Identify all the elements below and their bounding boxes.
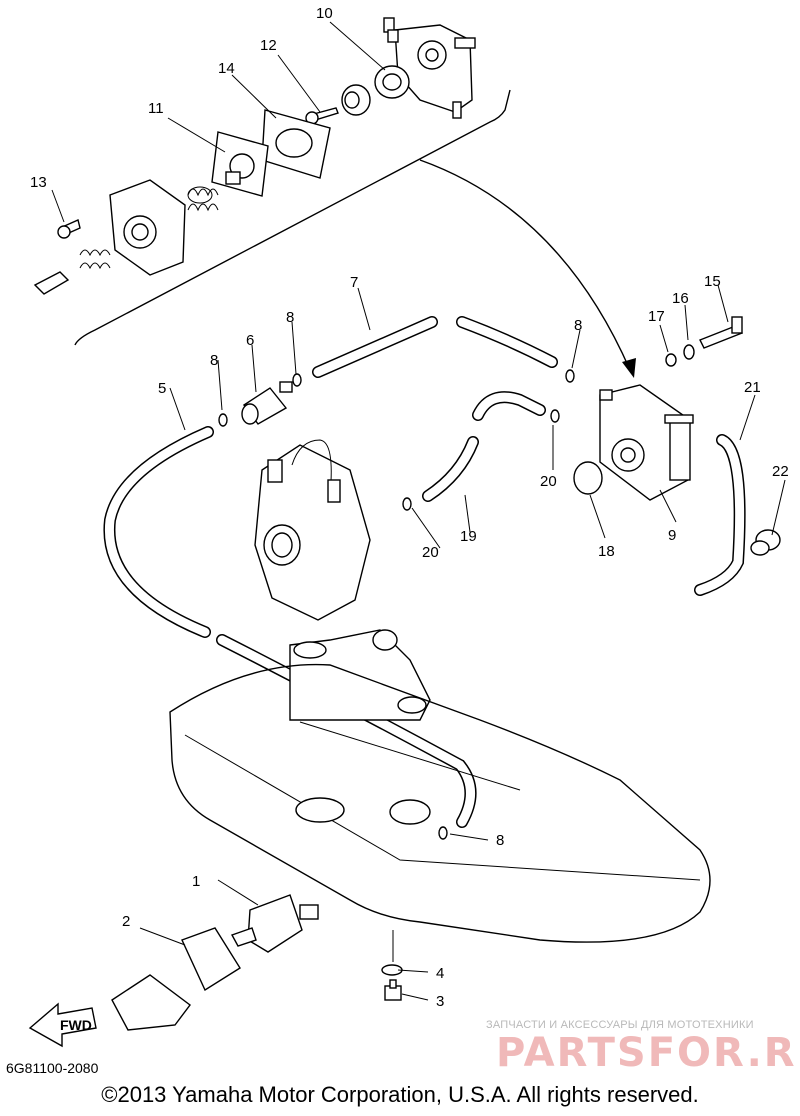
watermark-caption: ЗАПЧАСТИ И АКСЕССУАРЫ ДЛЯ МОТОТЕХНИКИ [486,1019,754,1031]
part-label-17: 17 [648,308,665,325]
drawing-code: 6G81100-2080 [6,1060,99,1076]
intake-manifold-part [289,629,431,721]
part-label-13: 13 [30,174,47,191]
part-label-14: 14 [218,60,235,77]
leader-lines [51,21,786,1001]
part-label-8-right: 8 [574,317,582,334]
detail-callout-arrowhead [622,358,636,378]
part-label-8-bottom: 8 [496,832,504,849]
valve-plate-part [211,131,269,197]
part-label-20-center: 20 [422,544,439,561]
diaphragm-disk-part [305,84,371,125]
part-label-18: 18 [598,543,615,560]
part-label-5: 5 [158,380,166,397]
part-label-8-top: 8 [286,309,294,326]
part-label-22: 22 [772,463,789,480]
part-label-3: 3 [436,993,444,1010]
fuel-hoses [103,316,746,828]
part-label-7: 7 [350,274,358,291]
part-label-2: 2 [122,913,130,930]
gasket-part [261,109,331,179]
carburetor-part [254,439,371,621]
o-ring-part [573,461,603,495]
bolt-part [384,979,402,1001]
hose-clips [218,369,575,840]
fwd-label: FWD [60,1017,92,1033]
fuel-pump-assembly-part [599,384,694,501]
forward-direction-arrow: FWD [28,1002,97,1048]
connector-gasket-part [181,927,241,992]
bolt-washer-parts [665,316,743,367]
spring-part [187,186,219,212]
pump-cover-part [33,179,186,295]
part-label-11: 11 [148,100,164,117]
part-label-21: 21 [744,379,761,396]
fuel-filter-part [241,381,293,425]
fuel-connector-part [230,894,319,953]
diaphragm-ring-part [374,65,410,99]
part-label-15: 15 [704,273,721,290]
part-label-20-right: 20 [540,473,557,490]
part-label-9: 9 [668,527,676,544]
pump-body-part [383,17,476,119]
copyright-notice: ©2013 Yamaha Motor Corporation, U.S.A. A… [101,1082,699,1107]
part-label-4: 4 [436,965,444,982]
detail-callout-arrow [419,159,631,371]
lower-cowling-part [169,663,711,943]
part-label-8-left: 8 [210,352,218,369]
part-label-12: 12 [260,37,277,54]
detail-inset-border [74,89,511,346]
part-label-16: 16 [672,290,689,307]
part-label-19: 19 [460,528,477,545]
hose-clip-part [750,529,781,556]
part-label-6: 6 [246,332,254,349]
part-label-10: 10 [316,5,333,22]
part-label-1: 1 [192,873,200,890]
watermark-logo: PARTSFOR.RU [496,1030,800,1076]
connector-grommet-part [111,974,191,1031]
